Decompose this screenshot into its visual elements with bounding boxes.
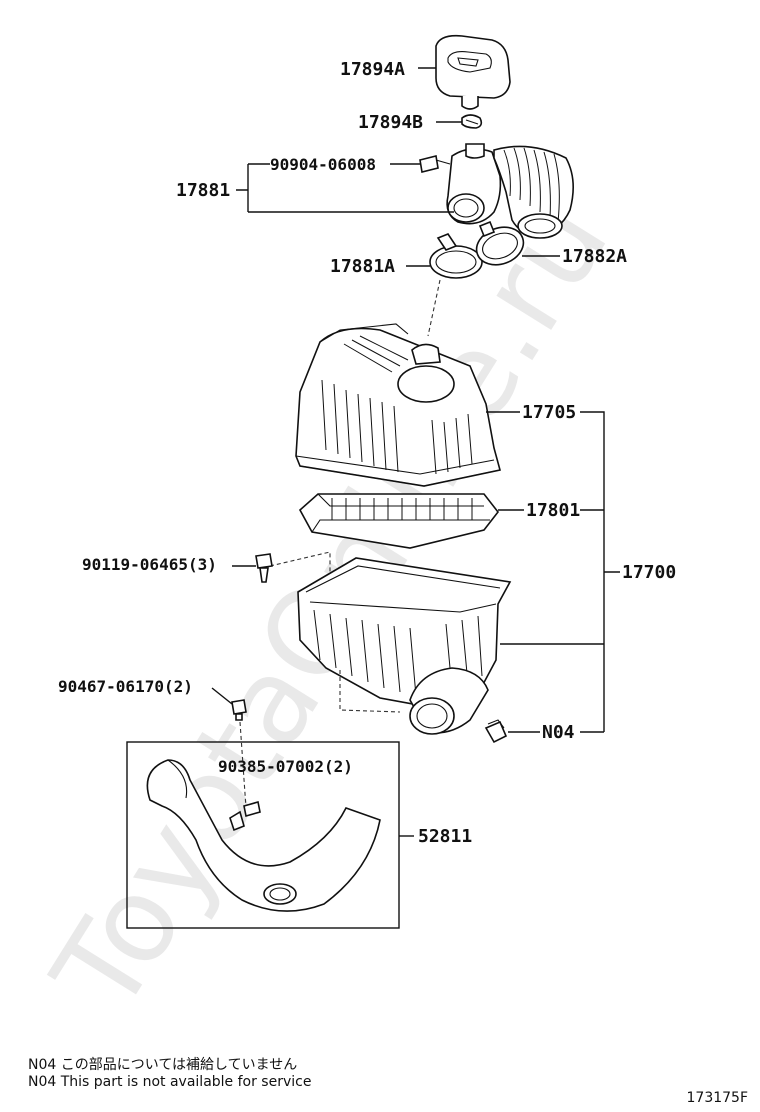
air-cleaner-case-drawing <box>269 551 512 735</box>
label-90467-06170: 90467-06170(2) <box>58 677 193 696</box>
label-17801: 17801 <box>526 500 580 521</box>
label-17894B: 17894B <box>358 112 423 133</box>
figure-number: 173175F <box>686 1090 749 1106</box>
label-17881: 17881 <box>176 180 230 201</box>
part-17882A-drawing <box>475 220 525 266</box>
label-N04: N04 <box>542 722 575 743</box>
part-90467-drawing <box>231 699 247 809</box>
label-17705: 17705 <box>522 402 576 423</box>
connector-line-housing <box>427 279 441 337</box>
label-17882A: 17882A <box>562 246 627 267</box>
label-17894A: 17894A <box>340 59 405 80</box>
part-17705-drawing <box>295 323 501 487</box>
part-90119-drawing <box>255 553 273 583</box>
label-90119-06465: 90119-06465(3) <box>82 555 217 574</box>
label-17881A: 17881A <box>330 256 395 277</box>
part-17894A-drawing <box>435 34 511 110</box>
note-japanese: N04 この部品については補給していません <box>28 1057 298 1073</box>
inset-box-52811 <box>126 741 400 929</box>
part-17881A-drawing <box>429 233 483 279</box>
part-17801-drawing <box>298 493 500 549</box>
label-90904-06008: 90904-06008 <box>270 155 376 174</box>
label-52811: 52811 <box>418 826 472 847</box>
part-17881-drawing <box>419 143 574 239</box>
label-17700: 17700 <box>622 562 676 583</box>
label-90385-07002: 90385-07002(2) <box>218 757 353 776</box>
note-english: N04 This part is not available for servi… <box>28 1074 312 1090</box>
part-N04-drawing <box>484 719 508 744</box>
leader-lines <box>211 67 620 837</box>
part-17894B-drawing <box>461 114 483 129</box>
